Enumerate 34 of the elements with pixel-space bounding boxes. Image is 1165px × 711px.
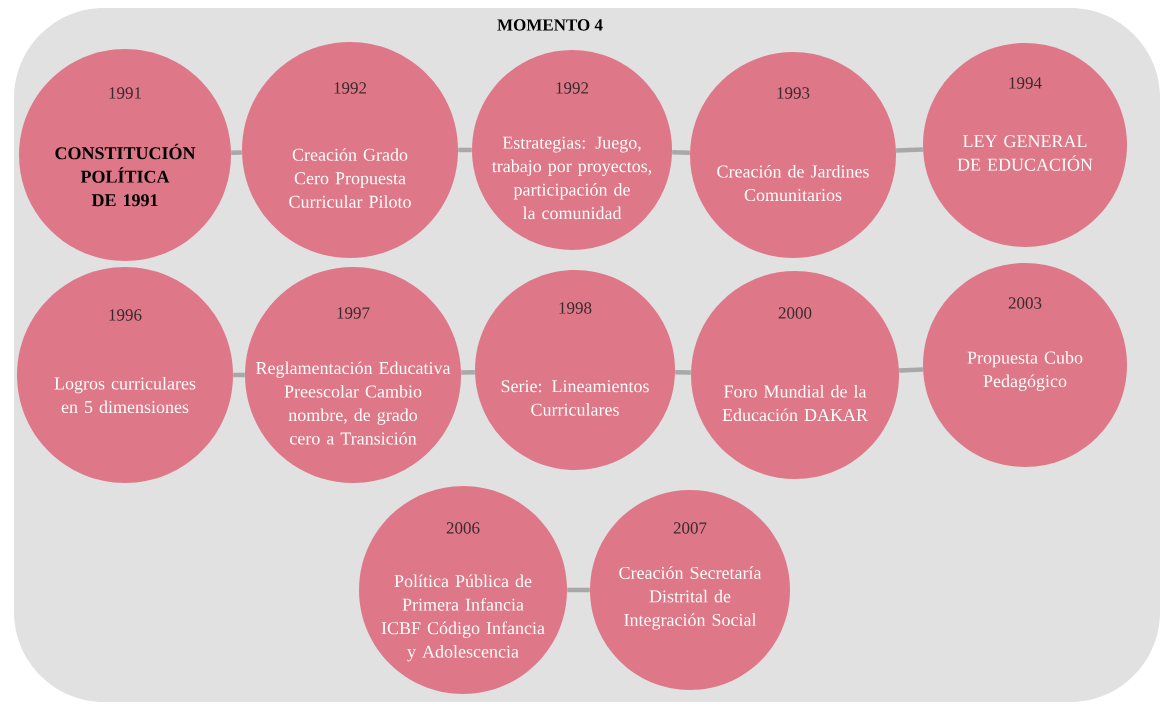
year-label: 1992 [334,82,367,94]
title: MOMENTO 4 [497,19,603,31]
connector-line [567,587,590,593]
connector-line [233,372,245,378]
event-text: Serie: Lineamientos Curriculares [501,380,649,416]
year-label: 2007 [673,522,707,534]
event-text: Propuesta Cubo Pedagógico [967,351,1083,391]
event-text: Logros curriculares en 5 dimensiones [54,376,196,414]
year-label: 1997 [337,307,370,319]
year-label: 1993 [777,87,810,99]
connector-line [458,147,472,153]
event-text: Reglamentación Educativa Preescolar Cambio nombre, de grado cero a Transición [256,361,451,445]
event-text: Creación de Jardines Comunitarios [717,164,869,202]
year-label: 1994 [1009,77,1042,89]
connector-line [461,370,475,375]
year-label: 2003 [1008,297,1042,309]
year-label: 1991 [109,87,141,99]
year-label: 1996 [109,309,142,321]
connector-line [675,370,691,375]
year-label: 1992 [556,82,589,94]
event-text: Estrategias: Juego, trabajo por proyectos, participación de la comunidad [491,136,652,220]
event-text: CONSTITUCIÓN POLÍTICA DE 1991 [55,143,196,207]
connector-line [672,150,690,155]
year-label: 1998 [559,302,592,314]
event-text: Creación Grado Cero Propuesta Curricular Piloto [289,148,411,208]
event-text: Política Pública de Primera Infancia ICBF Código Infancia y Adolescencia [381,574,545,662]
connector-line [896,147,923,153]
connector-line [231,150,242,155]
event-text: LEY GENERAL DE EDUCACIÓN [957,135,1093,171]
connector-line [899,367,923,373]
year-label: 2006 [446,522,480,534]
year-label: 2000 [778,307,812,319]
event-text: Foro Mundial de la Educación DAKAR [722,384,868,422]
event-text: Creación Secretaría Distrital de Integración Social [619,566,762,630]
